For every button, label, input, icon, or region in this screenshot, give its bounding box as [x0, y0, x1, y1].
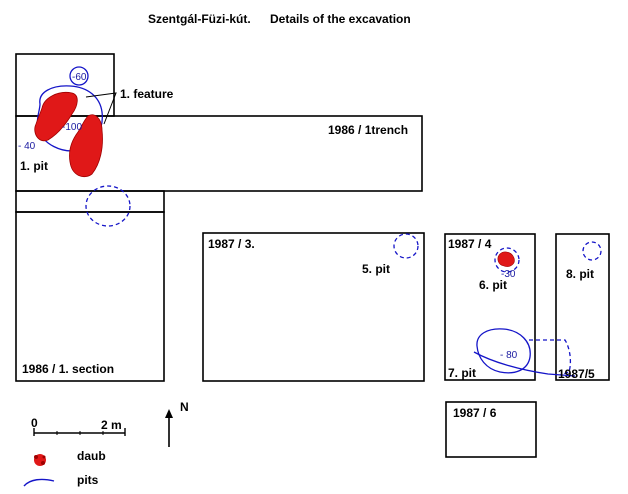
trench-1986-box — [15, 115, 423, 192]
label-pit-8: 8. pit — [566, 267, 594, 281]
depth-minus-30: -30 — [501, 269, 516, 280]
excavation-areas — [15, 53, 610, 458]
label-area-1987-3: 1987 / 3. — [208, 237, 255, 251]
pit-5-outline — [393, 233, 419, 259]
label-trench-1986: 1986 / 1trench — [328, 123, 408, 137]
depth-minus-80: - 80 — [500, 350, 518, 361]
daub — [34, 91, 515, 267]
label-pit-1: 1. pit — [20, 159, 48, 173]
label-section-1986: 1986 / 1. section — [22, 362, 114, 376]
legend: daub pits — [23, 449, 106, 487]
legend-pits-swatch — [23, 478, 55, 487]
pits — [36, 66, 602, 377]
depth-minus-40: - 40 — [18, 141, 36, 152]
north-arrow: N — [165, 400, 189, 447]
label-area-1987-5: 1987/5 — [558, 367, 595, 381]
label-pit-6: 6. pit — [479, 278, 507, 292]
legend-daub-label: daub — [77, 449, 106, 463]
area-1987-4-box — [444, 233, 536, 381]
site-title: Szentgál-Füzi-kút. — [148, 12, 251, 26]
daub-patch-1 — [34, 91, 78, 142]
scale-bar: 0 2 m — [31, 416, 126, 436]
north-label: N — [180, 400, 189, 414]
feature-leader-line — [85, 92, 117, 125]
pit-outline-60 — [69, 66, 89, 86]
section-1986-box — [15, 211, 165, 382]
plan-subtitle: Details of the excavation — [270, 12, 411, 26]
pit-7-extension-dashed — [529, 339, 572, 376]
label-area-1987-6: 1987 / 6 — [453, 406, 497, 420]
depth-minus-60: -60 — [72, 72, 87, 83]
legend-pits-label: pits — [77, 473, 99, 487]
scale-label-two-m: 2 m — [101, 418, 122, 432]
pit-8-outline — [582, 241, 602, 261]
label-area-1987-4: 1987 / 4 — [448, 237, 492, 251]
area-1987-3-box — [202, 232, 425, 382]
label-feature-1: 1. feature — [120, 87, 174, 101]
scale-label-zero: 0 — [31, 416, 38, 430]
area-1987-6-box — [445, 401, 537, 458]
daub-patch-2 — [69, 114, 103, 178]
pit-6-outline — [494, 247, 520, 273]
pit-dashed-connector — [85, 185, 131, 227]
depth-minus-100: -100 — [62, 122, 82, 133]
daub-patch-pit-6 — [497, 251, 515, 267]
pit-7-trail — [473, 351, 576, 377]
label-pit-5: 5. pit — [362, 262, 390, 276]
area-1987-5-box — [555, 233, 610, 381]
legend-daub-swatch — [34, 454, 46, 466]
label-pit-7: 7. pit — [448, 366, 476, 380]
pit-7-outline — [476, 328, 531, 374]
